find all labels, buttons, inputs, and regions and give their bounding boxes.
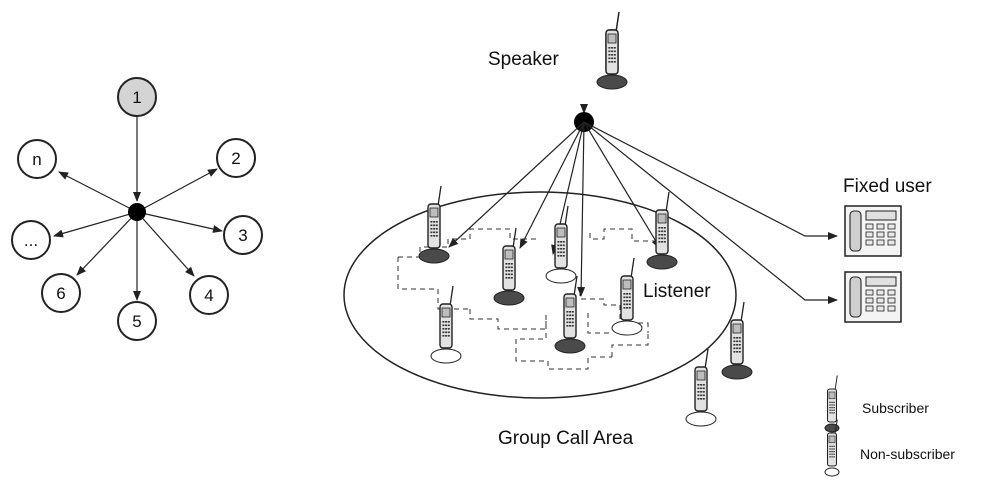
subscriber-handset-icon bbox=[427, 185, 442, 249]
legend-subscriber-icon bbox=[826, 374, 838, 423]
non-subscriber-handset-icon bbox=[620, 257, 635, 321]
star-node-5-label: 5 bbox=[132, 312, 141, 331]
star-node-2-label: 2 bbox=[231, 149, 240, 168]
listener-label: Listener bbox=[643, 281, 711, 302]
speaker-base bbox=[596, 74, 628, 90]
non-subscriber-handset-icon bbox=[439, 285, 454, 349]
group-call-area-label: Group Call Area bbox=[498, 428, 634, 449]
legend-non-subscriber-label: Non-subscriber bbox=[860, 446, 955, 462]
star-node-4-label: 4 bbox=[204, 286, 213, 305]
star-node-6-label: 6 bbox=[56, 284, 65, 303]
star-node-source: 1 bbox=[117, 77, 157, 117]
fixed-user-label: Fixed user bbox=[843, 176, 932, 197]
star-links bbox=[53, 117, 223, 301]
speaker-label: Speaker bbox=[488, 49, 559, 70]
star-node-n: n bbox=[17, 139, 57, 179]
fixed-user-telephone-icon bbox=[844, 205, 902, 257]
star-node-source-label: 1 bbox=[132, 88, 141, 107]
non-subscriber-handsets bbox=[430, 205, 717, 427]
star-node-2: 2 bbox=[216, 138, 256, 178]
group-call-area-boundary bbox=[343, 191, 737, 399]
subscriber-handset-icon bbox=[563, 275, 578, 339]
subscriber-handsets bbox=[418, 185, 753, 380]
star-node-3: 3 bbox=[223, 215, 263, 255]
legend: Subscriber Non-subscriber bbox=[824, 374, 955, 477]
star-node-ellipsis: ... bbox=[11, 220, 51, 260]
group-call-scenario: Speaker bbox=[343, 11, 955, 477]
star-node-ellipsis-label: ... bbox=[24, 231, 38, 250]
non-subscriber-handset-icon bbox=[694, 348, 709, 412]
star-node-6: 6 bbox=[41, 273, 81, 313]
star-hub bbox=[128, 203, 146, 221]
star-node-5: 5 bbox=[117, 301, 157, 341]
star-topology: 1 2 3 4 5 6 ... n bbox=[11, 77, 263, 341]
subscriber-handset-icon bbox=[655, 191, 670, 255]
distribution-links bbox=[448, 121, 838, 304]
legend-subscriber-label: Subscriber bbox=[862, 400, 929, 416]
star-node-4: 4 bbox=[189, 275, 229, 315]
star-node-3-label: 3 bbox=[238, 226, 247, 245]
star-node-n-label: n bbox=[32, 150, 41, 169]
fixed-user-telephone-icon bbox=[844, 271, 902, 323]
